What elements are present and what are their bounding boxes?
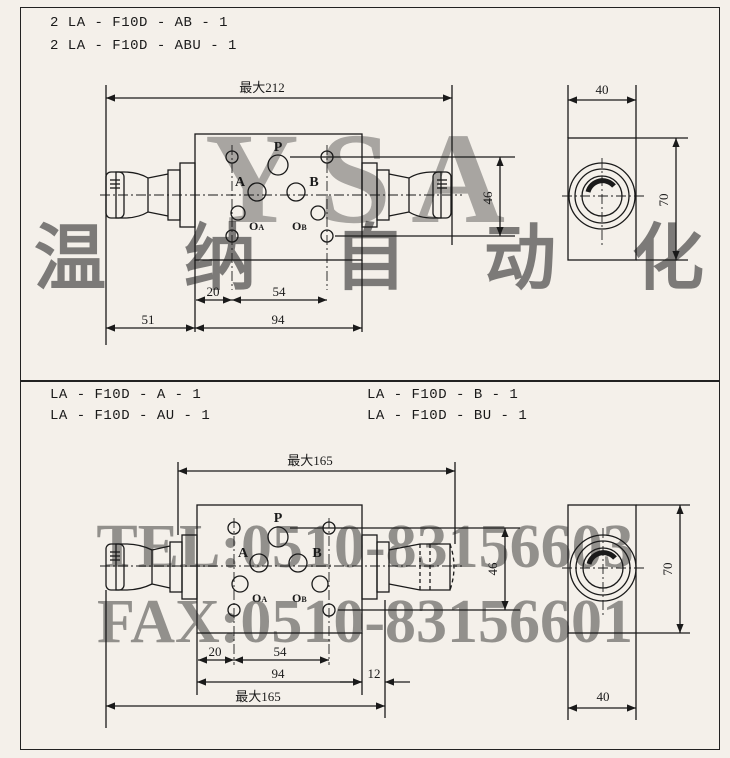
bottom-dim-offset: 12 xyxy=(368,666,381,681)
watermark-fax: FAX:0510-83156601 xyxy=(97,588,633,656)
watermark-tel: TEL:0510-83156603 xyxy=(96,513,633,581)
top-port-ob xyxy=(310,205,326,221)
watermark: YSA 温 纳 自 动 化 TEL:0510-83156603 FAX:0510… xyxy=(34,107,704,656)
top-dim-side-width: 40 xyxy=(596,82,609,97)
watermark-company-5: 化 xyxy=(632,219,704,299)
bottom-front-view xyxy=(100,462,520,728)
bottom-model-right-2: LA - F10D - BU - 1 xyxy=(367,408,528,424)
bottom-port-label-b: B xyxy=(312,546,321,561)
bottom-port-oa xyxy=(231,575,249,593)
top-section-frame xyxy=(20,7,720,381)
bottom-dim-body-width: 94 xyxy=(272,666,286,681)
bottom-dim-pitch-a: 20 xyxy=(209,644,222,659)
top-port-label-p: P xyxy=(274,140,283,155)
bottom-dim-overall-top: 最大165 xyxy=(287,453,333,468)
top-port-label-ob: OB xyxy=(292,219,307,233)
bottom-side-view xyxy=(562,504,690,720)
bottom-dim-side-width: 40 xyxy=(597,689,610,704)
bottom-dim-overall-bottom: 最大165 xyxy=(235,689,281,704)
bottom-port-p xyxy=(267,526,289,548)
bottom-model-left-2: LA - F10D - AU - 1 xyxy=(50,408,211,424)
watermark-company-1: 温 xyxy=(34,219,106,299)
bottom-port-ob xyxy=(311,575,329,593)
bottom-right-plug xyxy=(361,534,455,600)
top-dim-height: 46 xyxy=(480,191,495,205)
top-front-view xyxy=(100,85,515,345)
top-side-view xyxy=(562,85,688,261)
bottom-port-label-oa: OA xyxy=(252,591,267,605)
top-port-label-a: A xyxy=(235,175,246,190)
top-dim-overall: 最大212 xyxy=(239,80,285,95)
bottom-port-label-p: P xyxy=(274,511,283,526)
top-port-label-oa: OA xyxy=(249,219,264,233)
bottom-port-b xyxy=(288,553,308,573)
top-dim-left-offset: 51 xyxy=(142,312,155,327)
top-side-body xyxy=(567,137,637,261)
bottom-dim-pitch-b: 54 xyxy=(274,644,288,659)
bottom-section-frame xyxy=(20,381,720,750)
watermark-company-3: 自 xyxy=(334,219,406,299)
top-dim-side-height: 70 xyxy=(656,194,671,207)
top-model-1: 2 LA - F10D - AB - 1 xyxy=(50,15,229,31)
top-port-b xyxy=(286,182,306,202)
bottom-dim-height: 46 xyxy=(485,562,500,576)
top-dim-body-width: 94 xyxy=(272,312,286,327)
bottom-port-a xyxy=(249,553,269,573)
bottom-labels: 最大165 20 54 94 12 最大165 46 70 40 P A B O… xyxy=(209,453,676,704)
top-dim-pitch-a: 20 xyxy=(207,284,220,299)
top-dim-pitch-b: 54 xyxy=(273,284,287,299)
bottom-model-right-1: LA - F10D - B - 1 xyxy=(367,387,519,403)
top-labels: 最大212 20 54 51 94 46 40 70 P A B OA OB xyxy=(142,80,672,327)
top-port-label-b: B xyxy=(309,175,318,190)
bottom-model-left-1: LA - F10D - A - 1 xyxy=(50,387,202,403)
bottom-port-label-ob: OB xyxy=(292,591,307,605)
top-port-a xyxy=(247,182,267,202)
watermark-company-2: 纳 xyxy=(184,219,256,299)
bottom-left-actuator xyxy=(105,534,198,600)
watermark-logo: YSA xyxy=(205,107,525,251)
top-port-p xyxy=(267,154,289,176)
top-port-oa xyxy=(230,205,246,221)
bottom-port-label-a: A xyxy=(238,546,249,561)
top-model-2: 2 LA - F10D - ABU - 1 xyxy=(50,38,237,54)
bottom-dim-side-height: 70 xyxy=(660,563,675,576)
watermark-company-4: 动 xyxy=(484,219,556,299)
